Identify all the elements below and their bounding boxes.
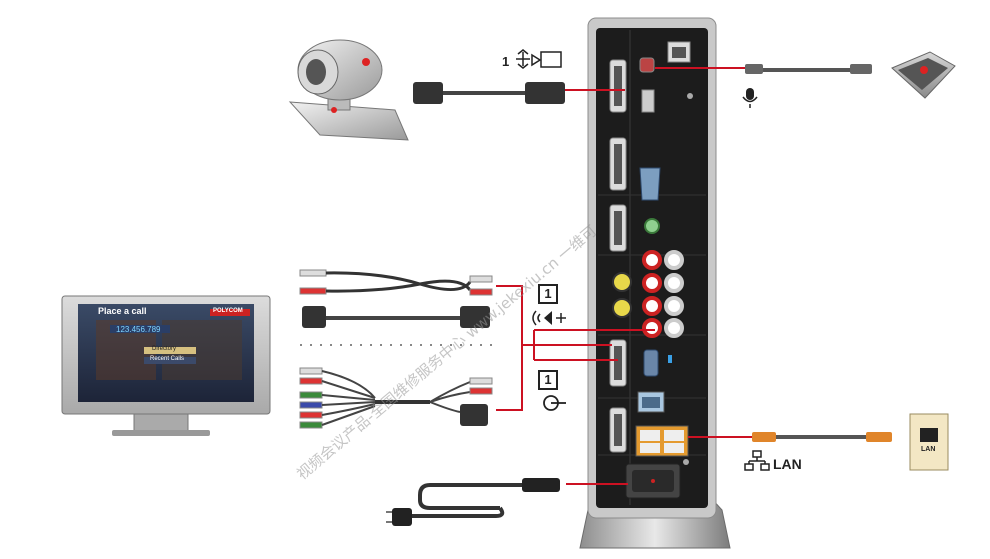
vga-port[interactable] bbox=[639, 167, 661, 201]
power-cable bbox=[386, 478, 628, 526]
display-output-icon bbox=[543, 395, 566, 411]
tv-screen-menu-item-1: Directory bbox=[152, 346, 177, 352]
camera-port-icon: 1 bbox=[502, 49, 562, 69]
display-group-number-top: 1 bbox=[538, 284, 558, 304]
dvi-port-2[interactable] bbox=[609, 137, 627, 191]
microphone-pod bbox=[891, 51, 956, 99]
hdmi-port[interactable] bbox=[641, 89, 655, 113]
lan-ports[interactable] bbox=[635, 391, 689, 457]
wall-jack-label: LAN bbox=[921, 446, 936, 453]
display-connection-lines bbox=[496, 285, 655, 411]
dvi-port-3[interactable] bbox=[609, 204, 627, 252]
tv-screen-title: Place a call bbox=[98, 306, 147, 316]
tv-screen-number: 123.456.789 bbox=[116, 325, 161, 334]
dvi-port-display[interactable] bbox=[609, 339, 627, 387]
svideo-port-1[interactable] bbox=[612, 272, 632, 292]
camera-cable bbox=[413, 82, 625, 104]
lan-cable bbox=[688, 432, 892, 442]
serial-port[interactable] bbox=[643, 349, 659, 377]
tv-screen-menu-item-2: Recent Calls bbox=[150, 356, 185, 362]
display-group-number-bottom: 1 bbox=[538, 370, 558, 390]
camera-port-number: 1 bbox=[502, 54, 509, 69]
tv-cables bbox=[299, 269, 500, 429]
lan-label: LAN bbox=[773, 456, 802, 472]
power-socket[interactable] bbox=[625, 459, 689, 499]
wall-jack bbox=[909, 413, 949, 471]
microphone-icon bbox=[742, 88, 758, 108]
display-audio-icon bbox=[532, 310, 566, 326]
mic-port[interactable] bbox=[639, 57, 655, 73]
tv-monitor bbox=[61, 295, 271, 436]
rca-jacks[interactable] bbox=[642, 250, 684, 338]
lan-icon bbox=[744, 450, 770, 471]
camera bbox=[288, 39, 409, 141]
dvi-port-camera[interactable] bbox=[609, 59, 627, 113]
microphone-cable bbox=[655, 64, 872, 74]
svideo-port-2[interactable] bbox=[612, 298, 632, 318]
audio-jack-green[interactable] bbox=[644, 218, 660, 234]
dvi-port-5[interactable] bbox=[609, 407, 627, 453]
codec-unit bbox=[579, 17, 731, 549]
tv-screen-brand: POLYCOM bbox=[213, 308, 243, 314]
